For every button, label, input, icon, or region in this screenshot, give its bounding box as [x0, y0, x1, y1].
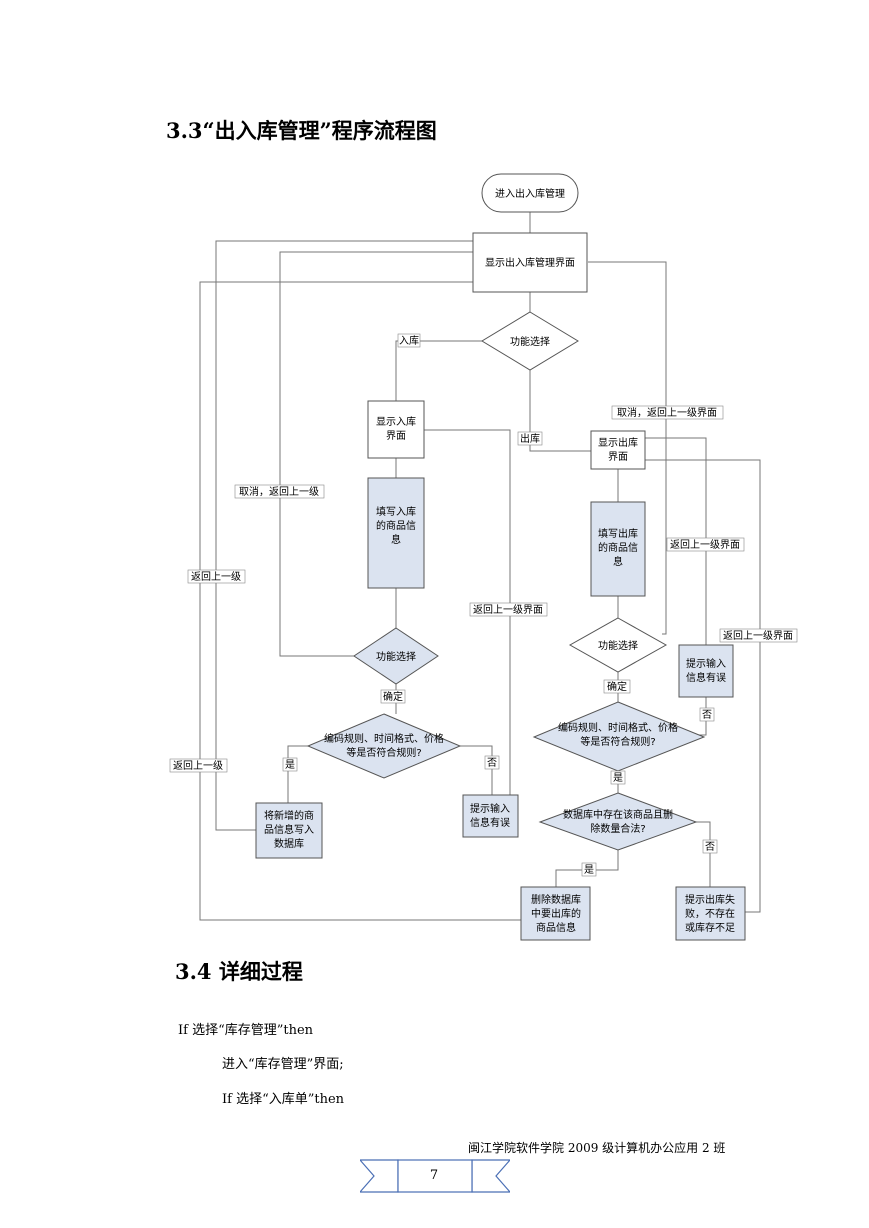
out-delete-label-1: 删除数据库	[531, 893, 581, 906]
main-screen-box	[472, 232, 588, 293]
flow-connectors	[199, 212, 761, 921]
label-in-confirm: 确定	[383, 690, 403, 703]
out-fill-box	[590, 501, 646, 597]
label-out-confirm: 确定	[607, 680, 627, 693]
out-fill-label-3: 息	[613, 555, 623, 568]
label-back-left-low: 返回上一级	[173, 760, 223, 772]
choice-top-label: 功能选择	[510, 335, 550, 348]
label-out-yes: 是	[613, 772, 623, 784]
label-in-yes: 是	[285, 759, 295, 771]
out-fill-label-2: 的商品信	[598, 541, 638, 554]
out-fail-label-3: 或库存不足	[685, 921, 735, 934]
label-back-left: 返回上一级	[191, 571, 241, 583]
section-subheading: 3.4 详细过程	[175, 959, 303, 984]
label-frames	[169, 333, 798, 877]
out-db-check-label-1: 数据库中存在该商品且删	[563, 808, 673, 821]
out-error-label-2: 信息有误	[686, 671, 726, 684]
code-line-1: If 选择“库存管理”then	[178, 1023, 314, 1038]
in-choice-label: 功能选择	[376, 650, 416, 663]
out-screen-box	[590, 430, 646, 470]
in-fill-label-3: 息	[391, 533, 401, 546]
label-out: 出库	[520, 432, 540, 445]
out-db-check-diamond	[538, 792, 698, 851]
section-heading: 3.3“出入库管理”程序流程图	[166, 118, 437, 143]
in-check-label-1: 编码规则、时间格式、价格	[324, 732, 444, 745]
out-delete-box	[520, 886, 591, 941]
choice-top-diamond	[481, 311, 579, 371]
page-number: 7	[429, 1168, 439, 1183]
in-screen-box	[367, 400, 425, 459]
out-fail-label-1: 提示出库失	[685, 893, 735, 906]
code-line-2: 进入“库存管理”界面;	[222, 1057, 344, 1072]
in-screen-label-2: 界面	[386, 430, 406, 442]
in-fill-label-2: 的商品信	[376, 519, 416, 532]
label-in: 入库	[399, 334, 419, 347]
page-footer: 闽江学院软件学院 2009 级计算机办公应用 2 班	[468, 1141, 726, 1155]
label-in-no: 否	[487, 757, 497, 769]
out-delete-label-3: 商品信息	[536, 921, 576, 934]
out-db-check-label-2: 除数量合法?	[590, 822, 645, 835]
label-back-prev-right2: 返回上一级界面	[723, 630, 793, 642]
in-write-label-1: 将新增的商	[264, 809, 314, 822]
in-fill-box	[367, 477, 425, 589]
out-check-label-2: 等是否符合规则?	[580, 735, 655, 748]
label-out-no: 否	[702, 709, 712, 721]
main-screen-label: 显示出入库管理界面	[485, 256, 575, 269]
label-out-db-no: 否	[705, 841, 715, 853]
in-write-label-2: 品信息写入	[264, 823, 314, 836]
page-number-ribbon	[360, 1159, 510, 1193]
out-choice-label: 功能选择	[598, 639, 638, 652]
in-choice-diamond	[353, 627, 439, 685]
out-fail-box	[675, 886, 746, 941]
in-check-diamond	[306, 713, 462, 779]
in-error-box	[462, 794, 519, 838]
label-back-prev-mid: 返回上一级界面	[473, 604, 543, 616]
in-write-label-3: 数据库	[274, 837, 304, 850]
in-screen-label-1: 显示入库	[376, 415, 416, 428]
out-check-label-1: 编码规则、时间格式、价格	[558, 721, 678, 734]
in-check-label-2: 等是否符合规则?	[346, 746, 421, 759]
out-screen-label-2: 界面	[608, 451, 628, 463]
out-error-box	[678, 644, 734, 698]
out-fail-label-2: 败，不存在	[685, 907, 735, 920]
out-error-label-1: 提示输入	[686, 657, 726, 670]
label-cancel-back-right: 取消，返回上一级界面	[617, 406, 717, 419]
out-choice-diamond	[568, 617, 668, 673]
out-screen-label-1: 显示出库	[598, 436, 638, 449]
in-error-label-2: 信息有误	[470, 816, 510, 829]
out-delete-label-2: 中要出库的	[531, 907, 581, 920]
in-write-box	[255, 802, 323, 859]
label-back-prev-right1: 返回上一级界面	[670, 539, 740, 551]
start-terminal	[481, 173, 579, 213]
label-cancel-back-left: 取消，返回上一级	[239, 485, 319, 498]
in-fill-label-1: 填写入库	[376, 505, 416, 518]
in-error-label-1: 提示输入	[470, 802, 510, 815]
start-label: 进入出入库管理	[495, 187, 565, 200]
code-line-3: If 选择“入库单”then	[222, 1092, 345, 1107]
label-out-db-yes: 是	[584, 864, 594, 876]
out-fill-label-1: 填写出库	[598, 527, 638, 540]
